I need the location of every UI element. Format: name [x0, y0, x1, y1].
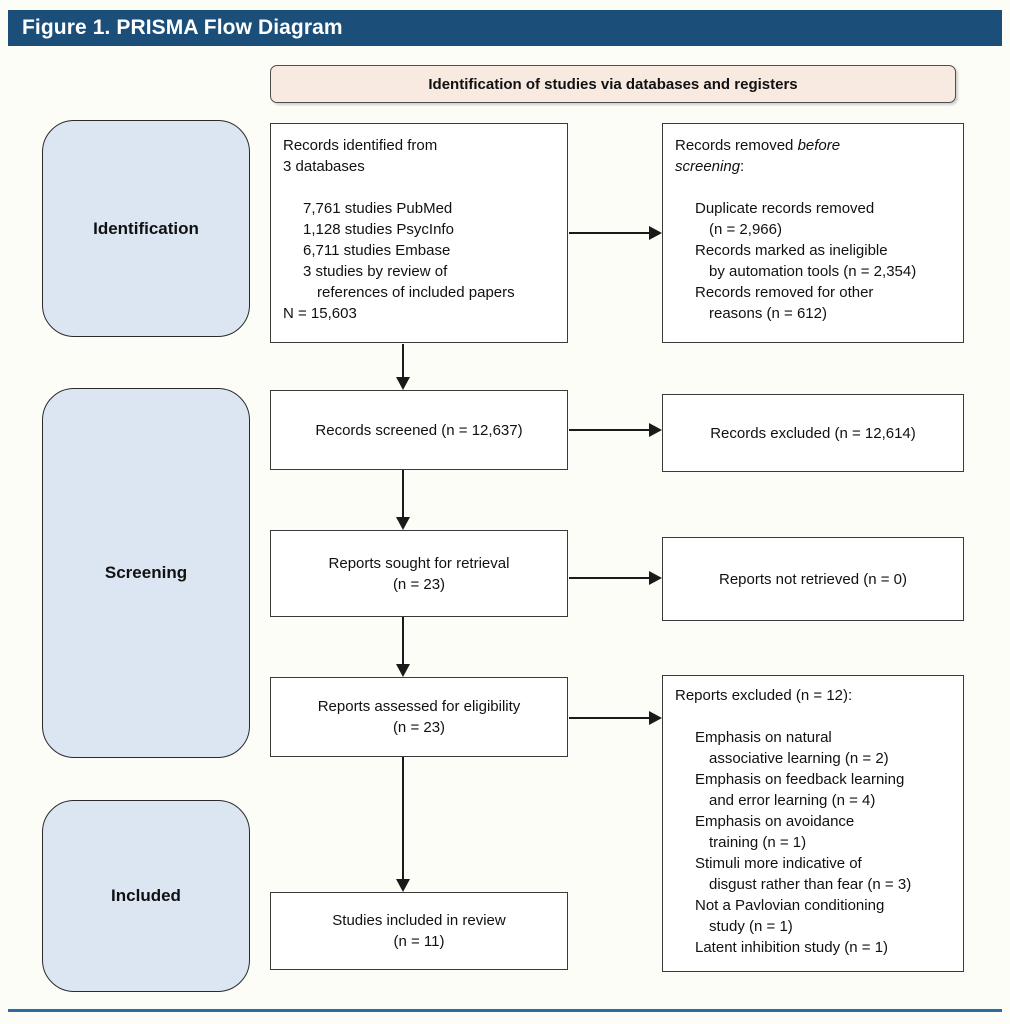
text-line: Records removed for other: [695, 284, 874, 301]
text-line: reasons (n = 612): [709, 305, 827, 322]
records-screened-label: Records screened (n = 12,637): [315, 421, 523, 439]
arrow-line: [402, 617, 404, 665]
figure-title-bar: Figure 1. PRISMA Flow Diagram: [8, 10, 1002, 46]
text-line: references of included papers: [317, 284, 515, 301]
text-line: Duplicate records removed: [695, 200, 875, 217]
text-line: (n = 23): [392, 575, 446, 593]
text-line: training (n = 1): [709, 834, 807, 851]
text-line: 3 databases: [283, 158, 365, 175]
reports-not-retrieved-box: Reports not retrieved (n = 0): [662, 537, 964, 621]
figure-title: Figure 1. PRISMA Flow Diagram: [22, 16, 343, 39]
text-line: 1,128 studies PsycInfo: [303, 221, 454, 238]
text-segment-italic: before: [797, 137, 841, 154]
text-line: disgust rather than fear (n = 3): [709, 876, 912, 893]
text-line: Reports sought for retrieval: [328, 554, 510, 572]
reports-sought-box: Reports sought for retrieval (n = 23): [270, 530, 568, 617]
text-line: Emphasis on avoidance: [695, 813, 855, 830]
banner-label: Identification of studies via databases …: [428, 75, 798, 93]
arrow-line: [569, 429, 650, 431]
studies-included-box: Studies included in review (n = 11): [270, 892, 568, 970]
text-line: and error learning (n = 4): [709, 792, 876, 809]
text-segment-italic: screening: [675, 158, 741, 175]
records-removed-box: Records removed before screening: Duplic…: [662, 123, 964, 343]
bottom-divider: [8, 1009, 1002, 1012]
arrow-head-down-icon: [396, 517, 410, 530]
text-line: Records identified from: [283, 137, 438, 154]
records-removed-title-line1: Records removed before: [675, 135, 957, 156]
reports-assessed-box: Reports assessed for eligibility (n = 23…: [270, 677, 568, 757]
blank-line: [675, 177, 957, 198]
text-line: 7,761 studies PubMed: [303, 200, 453, 217]
records-identified-total: N = 15,603: [283, 305, 357, 322]
text-line: (n = 11): [393, 933, 445, 950]
text-line: by automation tools (n = 2,354): [709, 263, 917, 280]
stage-screening-box: Screening: [42, 388, 250, 758]
text-line: Not a Pavlovian conditioning: [695, 897, 885, 914]
text-line: Emphasis on feedback learning: [695, 771, 905, 788]
blank-line: [283, 177, 559, 198]
arrow-line: [569, 717, 650, 719]
records-identified-box: Records identified from 3 databases 7,76…: [270, 123, 568, 343]
text-line: associative learning (n = 2): [709, 750, 889, 767]
records-screened-box: Records screened (n = 12,637): [270, 390, 568, 470]
records-excluded-label: Records excluded (n = 12,614): [710, 424, 916, 442]
text-segment: :: [740, 158, 745, 175]
records-excluded-box: Records excluded (n = 12,614): [662, 394, 964, 472]
arrow-line: [569, 577, 650, 579]
text-line: 6,711 studies Embase: [303, 242, 451, 259]
stage-screening-label: Screening: [104, 563, 188, 582]
arrow-line: [402, 757, 404, 880]
text-line: Emphasis on natural: [695, 729, 832, 746]
text-line: (n = 23): [392, 719, 446, 736]
arrow-head-right-icon: [649, 711, 662, 725]
text-line: 3 studies by review of: [303, 263, 448, 280]
arrow-head-right-icon: [649, 571, 662, 585]
stage-included-label: Included: [111, 886, 181, 905]
arrow-head-right-icon: [649, 226, 662, 240]
text-line: (n = 2,966): [709, 221, 782, 238]
stage-included-box: Included: [42, 800, 250, 992]
reports-excluded-title: Reports excluded (n = 12):: [675, 687, 853, 704]
arrow-head-right-icon: [649, 423, 662, 437]
reports-excluded-box: Reports excluded (n = 12): Emphasis on n…: [662, 675, 964, 972]
arrow-line: [402, 470, 404, 518]
arrow-head-down-icon: [396, 879, 410, 892]
arrow-head-down-icon: [396, 377, 410, 390]
text-line: Studies included in review: [332, 912, 506, 929]
stage-identification-label: Identification: [93, 218, 199, 238]
arrow-head-down-icon: [396, 664, 410, 677]
text-segment: Records removed: [675, 137, 798, 154]
stage-identification-box: Identification: [42, 120, 250, 337]
text-line: Reports assessed for eligibility: [317, 698, 521, 715]
records-removed-title-line2: screening:: [675, 156, 957, 177]
text-line: study (n = 1): [709, 918, 793, 935]
blank-line: [675, 706, 957, 727]
arrow-line: [402, 344, 404, 378]
identification-banner: Identification of studies via databases …: [270, 65, 956, 103]
text-line: Stimuli more indicative of: [695, 855, 862, 872]
text-line: Records marked as ineligible: [695, 242, 888, 259]
text-line: Latent inhibition study (n = 1): [695, 939, 889, 956]
arrow-line: [569, 232, 650, 234]
reports-not-retrieved-label: Reports not retrieved (n = 0): [718, 570, 907, 588]
